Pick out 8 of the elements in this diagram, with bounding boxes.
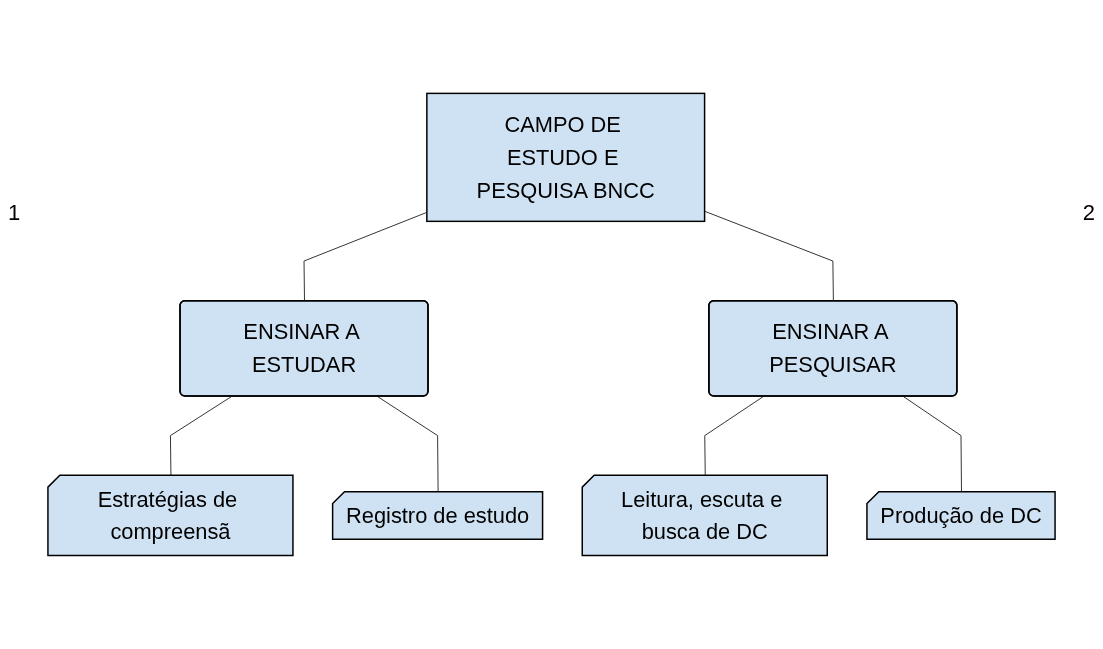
connector [902, 395, 962, 493]
connector [376, 395, 439, 493]
connector [704, 395, 764, 477]
connector [704, 210, 834, 302]
node-box: CAMPO DE ESTUDO E PESQUISA BNCC [426, 92, 706, 223]
number-label: 1 [8, 200, 21, 226]
number-label: 2 [1082, 200, 1095, 226]
connector [169, 395, 233, 477]
